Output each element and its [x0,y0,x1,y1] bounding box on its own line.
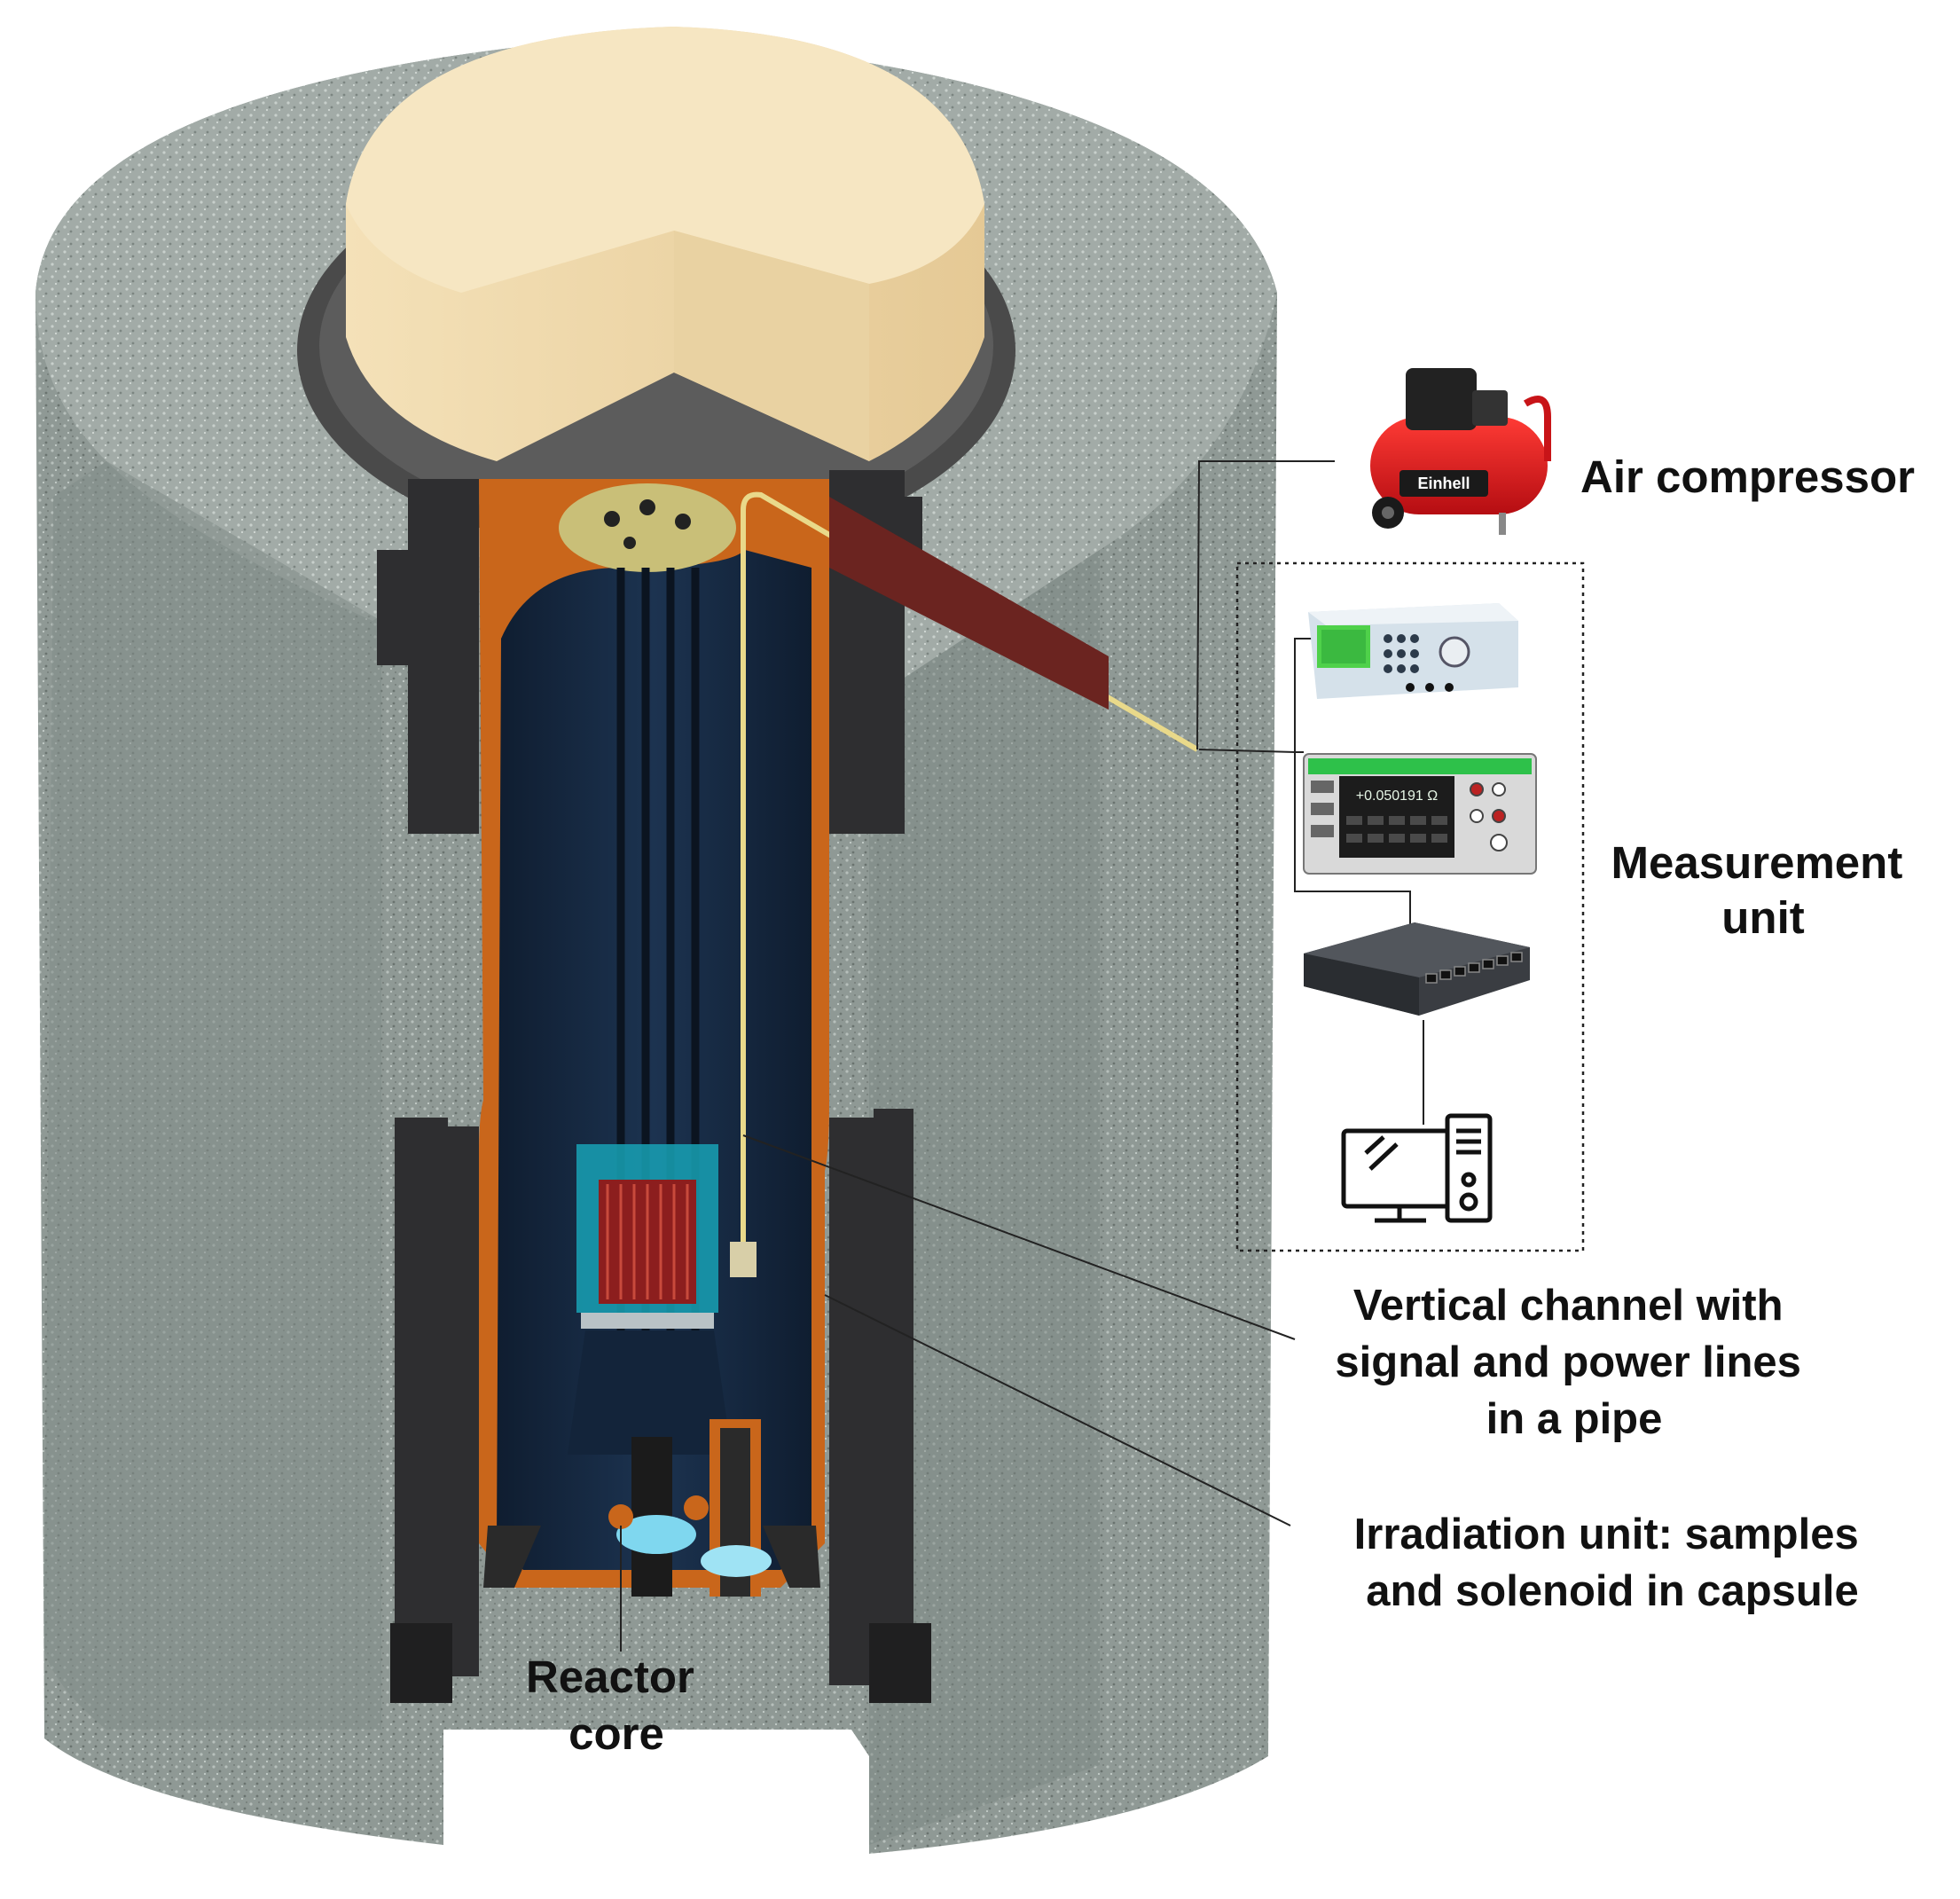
plug-top-face [346,27,984,293]
vessel-bottom-flange-right [763,1526,820,1588]
lid-plate [559,483,736,572]
shield-plug [297,27,1015,554]
vessel-bottom-flange-left [483,1526,541,1588]
leader-irradiation-unit [824,1294,1291,1526]
shield-cut-face-left [44,461,381,1730]
horizontal-beam-tube [829,497,1109,710]
label-reactor-core-line1: Reactor [526,1652,694,1702]
vessel-water [497,550,811,1570]
multimeter-readout: +0.050191 Ω [1356,789,1439,804]
label-reactor-core-line2: core [568,1708,664,1759]
pipe-end-block [730,1242,757,1277]
power-supply-icon [1308,603,1518,699]
label-measurement-unit: Measurement unit [1611,837,1916,943]
connector-equipment [1198,638,1313,754]
air-compressor-icon: Einhell [1370,368,1551,535]
network-switch-icon [1304,922,1530,1016]
computer-icon [1341,1113,1493,1223]
label-vertical-channel-line1: Vertical channel with [1353,1282,1784,1330]
plug-notch [674,231,869,461]
reactor-core-region [568,1330,772,1597]
label-reactor-core: Reactor core [526,1652,707,1759]
leader-vertical-channel [742,1134,1296,1340]
leader-lines [620,460,1424,1652]
label-irradiation-unit-line1: Irradiation unit: samples [1354,1511,1859,1558]
compressor-brand-label: Einhell [1417,475,1470,492]
label-air-compressor: Air compressor [1580,451,1915,502]
label-irradiation-unit-line2: and solenoid in capsule [1366,1567,1858,1615]
connector-compressor [1196,460,1335,750]
liner-right-lower [829,1118,878,1685]
label-vertical-channel: Vertical channel with signal and power l… [1335,1282,1813,1443]
label-measurement-unit-line1: Measurement [1611,837,1903,888]
label-measurement-unit-line2: unit [1721,892,1804,943]
vessel-lid [559,483,736,572]
measurement-unit-box [1235,561,1585,1252]
irradiation-capsule [576,1144,718,1329]
core-glow-left [616,1515,696,1554]
core-glow-right [701,1545,772,1577]
signal-power-pipe [741,491,1199,1259]
shield-cut-face-right [869,550,1100,1845]
label-irradiation-unit: Irradiation unit: samples and solenoid i… [1354,1511,1871,1615]
label-vertical-channel-line2: signal and power lines [1335,1338,1801,1386]
multimeter-icon: +0.050191 Ω [1303,753,1537,875]
label-vertical-channel-line3: in a pipe [1486,1395,1663,1443]
